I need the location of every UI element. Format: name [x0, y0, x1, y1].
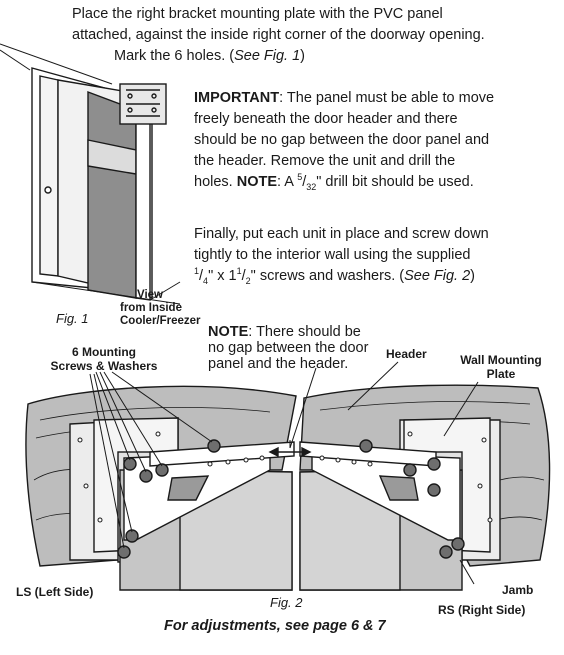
important-line-1: IMPORTANT: The panel must be able to mov… — [194, 88, 494, 109]
view-line-1: View — [137, 289, 163, 301]
fig1-caption: Fig. 1 — [56, 311, 89, 326]
jamb-label: Jamb — [502, 583, 534, 597]
important-label: IMPORTANT — [194, 90, 280, 106]
note-label: NOTE — [236, 174, 278, 190]
note2-label: NOTE — [208, 324, 249, 340]
instruction-text-end: ) — [300, 48, 306, 64]
adjustments-note: For adjustments, see page 6 & 7 — [164, 618, 386, 634]
important-text-holes: holes. — [194, 174, 237, 190]
note2-line-2: no gap between the door — [208, 340, 369, 356]
screw-length-denominator: 2 — [245, 275, 251, 286]
view-line-3: Cooler/Freezer — [120, 315, 201, 327]
leader-lines — [89, 361, 479, 585]
wall-plate-line-2: Plate — [486, 367, 516, 381]
drill-numerator: 5 — [297, 172, 303, 183]
fig1-reference: See Fig. 1 — [234, 48, 301, 64]
important-text: : The panel must be able to move — [279, 90, 495, 106]
wall-mounting-plate-label: Wall Mounting Plate — [456, 353, 546, 381]
view-line-2: from Inside — [120, 302, 182, 314]
screw-length-numerator: 1 — [236, 266, 242, 277]
screws-line-1: 6 Mounting — [72, 345, 136, 359]
instruction-line-1: Place the right bracket mounting plate w… — [72, 6, 443, 22]
note2-text: : There should be — [248, 324, 361, 340]
note2-line-1: NOTE: There should be — [208, 324, 361, 340]
important-line-5: holes. NOTE: A 5/32" drill bit should be… — [194, 172, 474, 192]
finally-line-1: Finally, put each unit in place and scre… — [194, 226, 489, 242]
fig2-caption: Fig. 2 — [270, 595, 303, 610]
finally-line-2: tightly to the interior wall using the s… — [194, 247, 471, 263]
important-line-3: should be no gap between the door panel … — [194, 132, 490, 148]
header-label: Header — [386, 347, 427, 361]
fig2-left-assembly — [25, 385, 297, 591]
important-line-4: the header. Remove the unit and drill th… — [194, 153, 456, 169]
fig2-right-assembly — [299, 384, 551, 591]
fig1-view-label: View from Inside Cooler/Freezer — [120, 289, 201, 328]
screw-text-end: ) — [470, 268, 476, 284]
instruction-line-3: Mark the 6 holes. (See Fig. 1) — [114, 46, 305, 67]
instruction-text: Mark the 6 holes. ( — [114, 48, 235, 64]
fig1-doorway-drawing — [0, 43, 181, 305]
finally-line-3: 1/4" x 11/2" screws and washers. (See Fi… — [194, 266, 476, 286]
note2-line-3: panel and the header. — [208, 356, 349, 372]
screws-line-2: Screws & Washers — [50, 359, 158, 373]
fig2-reference: See Fig. 2 — [404, 268, 471, 284]
screw-width-numerator: 1 — [194, 266, 200, 277]
drill-denominator: 32 — [306, 181, 317, 192]
screw-width-denominator: 4 — [203, 275, 209, 286]
mounting-screws-label: 6 Mounting Screws & Washers — [46, 345, 162, 373]
note-text: : A — [277, 174, 298, 190]
gap-arrow — [268, 446, 312, 458]
important-line-2: freely beneath the door header and there — [194, 111, 458, 127]
note-text-end: " drill bit should be used. — [316, 174, 474, 190]
screw-text: " screws and washers. ( — [250, 268, 405, 284]
left-side-label: LS (Left Side) — [16, 585, 94, 599]
instruction-line-2: attached, against the inside right corne… — [72, 27, 485, 43]
right-side-label: RS (Right Side) — [438, 603, 526, 617]
wall-plate-line-1: Wall Mounting — [460, 353, 542, 367]
screw-size-mid: " x 1 — [208, 268, 237, 284]
